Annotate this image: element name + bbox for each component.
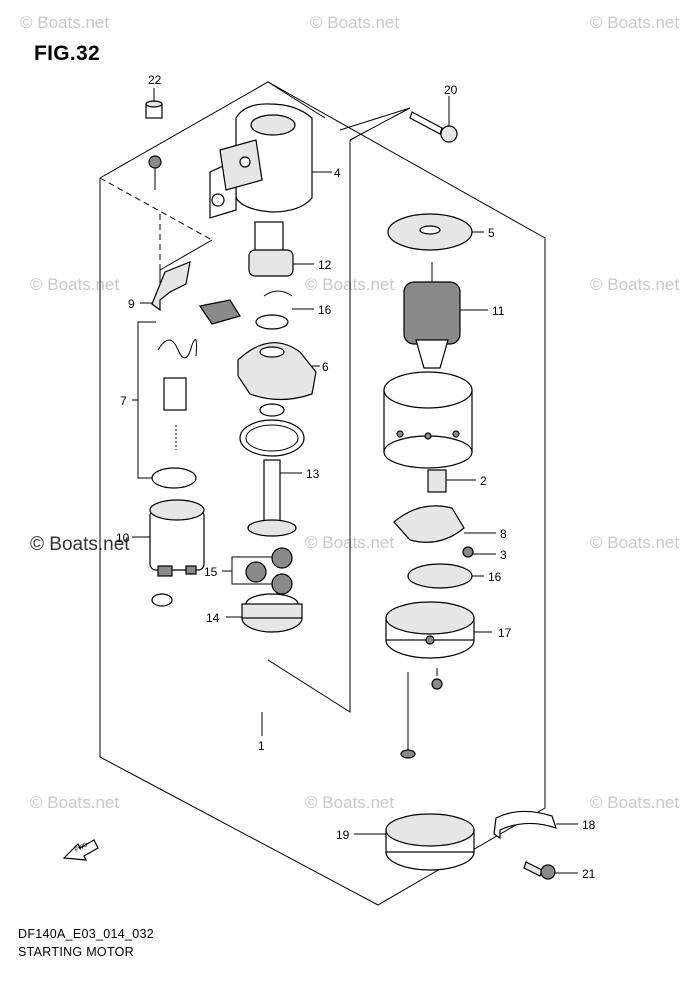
watermark-layer: © Boats.net © Boats.net © Boats.net © Bo… bbox=[20, 13, 679, 812]
part-brush bbox=[427, 469, 447, 493]
part-thrust-washer bbox=[407, 563, 473, 589]
callout-9: 9 bbox=[128, 297, 135, 311]
callout-17: 17 bbox=[498, 626, 512, 640]
part-yoke bbox=[383, 371, 473, 469]
part-snap-ring-set bbox=[255, 290, 293, 330]
part-gasket bbox=[239, 419, 305, 457]
watermark: © Boats.net bbox=[590, 275, 679, 294]
figure-title: FIG.32 bbox=[34, 42, 100, 65]
part-bolt bbox=[409, 111, 458, 143]
part-contact bbox=[199, 299, 241, 325]
figure-name: STARTING MOTOR bbox=[18, 945, 135, 959]
watermark: © Boats.net bbox=[590, 533, 679, 552]
callout-2: 2 bbox=[480, 474, 487, 488]
callout-15: 15 bbox=[204, 565, 218, 579]
callout-12: 12 bbox=[318, 258, 332, 272]
callout-16-upper: 16 bbox=[318, 303, 332, 317]
callout-13: 13 bbox=[306, 467, 320, 481]
watermark: © Boats.net bbox=[590, 13, 679, 32]
callout-18: 18 bbox=[582, 818, 596, 832]
part-pinion bbox=[248, 221, 294, 277]
callout-4: 4 bbox=[334, 166, 341, 180]
callout-21: 20 bbox=[444, 83, 458, 97]
part-brush-holder bbox=[393, 505, 465, 543]
callout-labels: 22 20 4 5 12 9 16 11 6 7 13 2 8 10 3 15 … bbox=[116, 73, 596, 881]
callout-14: 14 bbox=[206, 611, 220, 625]
callout-20: 21 bbox=[582, 867, 596, 881]
part-clamp bbox=[493, 810, 557, 840]
watermark: © Boats.net bbox=[310, 13, 399, 32]
watermark: © Boats.net bbox=[305, 793, 394, 812]
part-spring-kit bbox=[151, 339, 197, 489]
part-armature bbox=[403, 262, 461, 369]
figure-code: DF140A_E03_014_032 bbox=[18, 927, 155, 941]
part-band-cover bbox=[385, 813, 475, 871]
callout-22: 22 bbox=[148, 73, 162, 87]
part-screw bbox=[431, 668, 443, 690]
callout-19: 19 bbox=[336, 828, 350, 842]
part-solenoid bbox=[149, 499, 205, 607]
part-cover-plate bbox=[387, 213, 473, 251]
callout-5: 5 bbox=[488, 226, 495, 240]
callout-11: 11 bbox=[492, 304, 505, 318]
callout-10: 10 bbox=[116, 531, 130, 545]
callout-1: 1 bbox=[258, 739, 265, 753]
part-shift-lever bbox=[151, 261, 191, 312]
part-housing-bolt bbox=[148, 155, 162, 190]
part-housing-bracket bbox=[209, 103, 313, 219]
part-planet-gears bbox=[245, 547, 293, 595]
callout-6: 6 bbox=[322, 360, 329, 374]
callout-7: 7 bbox=[120, 394, 127, 408]
watermark: © Boats.net bbox=[20, 13, 109, 32]
part-shaft bbox=[247, 459, 297, 537]
part-washer bbox=[259, 403, 285, 417]
callout-8: 8 bbox=[500, 527, 507, 541]
part-through-bolt bbox=[400, 672, 416, 759]
fwd-arrow-icon: FWD bbox=[62, 839, 99, 861]
part-ring-gear bbox=[241, 593, 303, 633]
part-clamp-bolt bbox=[523, 861, 556, 880]
part-internal-gear bbox=[237, 342, 317, 401]
watermark: © Boats.net bbox=[590, 793, 679, 812]
callout-3: 3 bbox=[500, 548, 507, 562]
assembly-outline bbox=[99, 81, 546, 906]
watermark-prominent: © Boats.net bbox=[30, 534, 130, 555]
part-end-cover bbox=[385, 601, 475, 659]
watermark: © Boats.net bbox=[30, 275, 119, 294]
part-nut bbox=[462, 546, 474, 558]
part-bushing bbox=[145, 100, 163, 119]
leader-lines bbox=[132, 88, 578, 874]
watermark: © Boats.net bbox=[30, 793, 119, 812]
callout-16-lower: 16 bbox=[488, 570, 502, 584]
